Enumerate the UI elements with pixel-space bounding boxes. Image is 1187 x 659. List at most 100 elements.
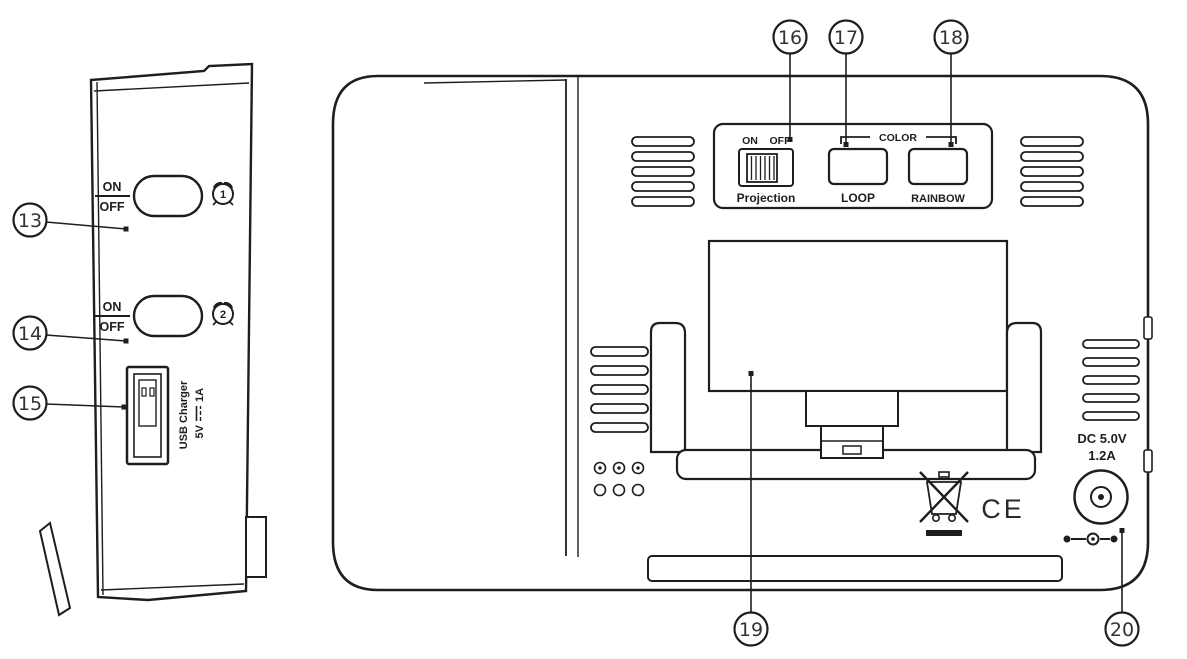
loop-label: LOOP [841,191,875,205]
alarm1-on-label: ON [103,180,122,194]
rainbow-button [907,147,969,186]
screw-hole [593,483,607,497]
screw-dot [636,466,640,470]
control-panel: ON OFF Projection COLOR LOOP RAINBOW [712,122,994,210]
screw-dot [598,466,602,470]
vent-slot [1020,196,1084,207]
flip-stand-leg [38,521,72,617]
vent-slot [631,151,695,162]
usb-volts-label: 5V [194,424,206,438]
projection-off-label: OFF [770,135,792,147]
alarm2-icon-face [212,303,234,325]
callout-19-number: 19 [739,619,763,641]
ce-mark: CE [981,494,1025,524]
alarm2-onoff-button [132,294,204,338]
callout-13-pointer [123,226,129,232]
vent-slot [1082,411,1140,421]
callout-15-circle [12,385,48,421]
weee-bin-wheel-left [931,513,940,522]
usb-label-group: USB Charger 5V 1A [178,380,206,449]
vent-grille-mid-right [1082,339,1140,421]
alarm1-switch-group: ON OFF 1 [95,174,234,218]
color-group-label: COLOR [879,132,917,144]
callout-18-pointer [948,142,954,147]
speaker-grille-top-left [631,136,695,207]
callouts: 13 14 15 16 17 18 19 20 [12,19,1140,647]
vent-slot [590,365,649,376]
right-edge-tab-upper [1143,316,1153,340]
vent-slot [631,166,695,177]
polarity-dot-left [1063,535,1071,543]
alarm2-icon-number: 2 [220,309,226,321]
callout-16-circle [772,19,808,55]
projection-label: Projection [737,191,796,205]
screw-dot [617,466,621,470]
vent-slot [590,403,649,414]
stand-arm-left [649,321,687,454]
speaker-grille-top-right [1020,136,1084,207]
stand-latch-upper [805,390,899,427]
dc-jack-pin [1098,494,1104,500]
callout-17-number: 17 [834,27,858,49]
alarm2-clock-icon: 2 [212,301,234,326]
vent-slot [590,422,649,433]
usb-contact-2 [149,387,155,397]
usb-port-tongue [138,379,157,427]
screw-hole-cluster [593,461,645,497]
stand-arm-right [1005,321,1043,454]
callout-14-pointer [123,338,129,344]
dc-voltage-label: DC 5.0V [1077,431,1126,446]
callout-20-pointer [1119,528,1125,533]
usb-port-group: USB Charger 5V 1A [125,365,206,466]
vent-slot [590,346,649,357]
stand-latch-grip [842,445,862,455]
side-panel-rear-tab [245,516,267,578]
vent-slot [1020,166,1084,177]
vent-grille-mid-left [590,346,649,433]
callout-20-circle [1104,611,1140,647]
alarm1-icon-bell-left [213,181,223,189]
vent-slot [590,384,649,395]
projection-slider-ridges [750,156,775,180]
back-view-panel: ON OFF Projection COLOR LOOP RAINBOW [331,74,1153,592]
alarm1-onoff-button [132,174,204,218]
vent-slot [1020,181,1084,192]
callout-18-number: 18 [939,27,963,49]
usb-contact-1 [141,387,147,397]
callout-14-leader [45,334,127,342]
weee-solid-bar [926,530,962,536]
alarm1-off-label: OFF [100,200,125,214]
projection-on-label: ON [742,135,758,147]
callout-19-pointer [748,371,754,376]
callout-19-circle [733,611,769,647]
alarm2-icon-bell-left [213,301,223,309]
dc-current-label: 1.2A [1088,448,1116,463]
right-edge-tab-lower [1143,449,1153,473]
vent-slot [631,196,695,207]
loop-button [827,147,889,186]
alarm2-off-label: OFF [100,320,125,334]
usb-label-line1: USB Charger [178,380,190,449]
screw-hole [612,483,626,497]
callout-20-number: 20 [1110,619,1134,641]
bottom-stand-bar [647,555,1063,582]
vent-slot [631,181,695,192]
callout-15-pointer [121,404,127,410]
rainbow-label: RAINBOW [911,193,965,205]
screw-hole [631,483,645,497]
alarm2-switch-group: ON OFF 2 [95,294,234,338]
vent-slot [1082,393,1140,403]
alarm1-icon-number: 1 [220,189,226,201]
callout-14-circle [12,315,48,351]
callout-18-circle [933,19,969,55]
callout-13-circle [12,202,48,238]
side-panel-top-seam [93,82,250,92]
alarm1-clock-icon: 1 [212,181,234,206]
usb-amps-label: 1A [194,388,206,402]
callout-17-pointer [843,142,849,147]
weee-bin-icon [919,471,969,536]
dc-power-group: DC 5.0V 1.2A [1063,431,1129,546]
vent-slot [1082,339,1140,349]
callout-17-circle [828,19,864,55]
